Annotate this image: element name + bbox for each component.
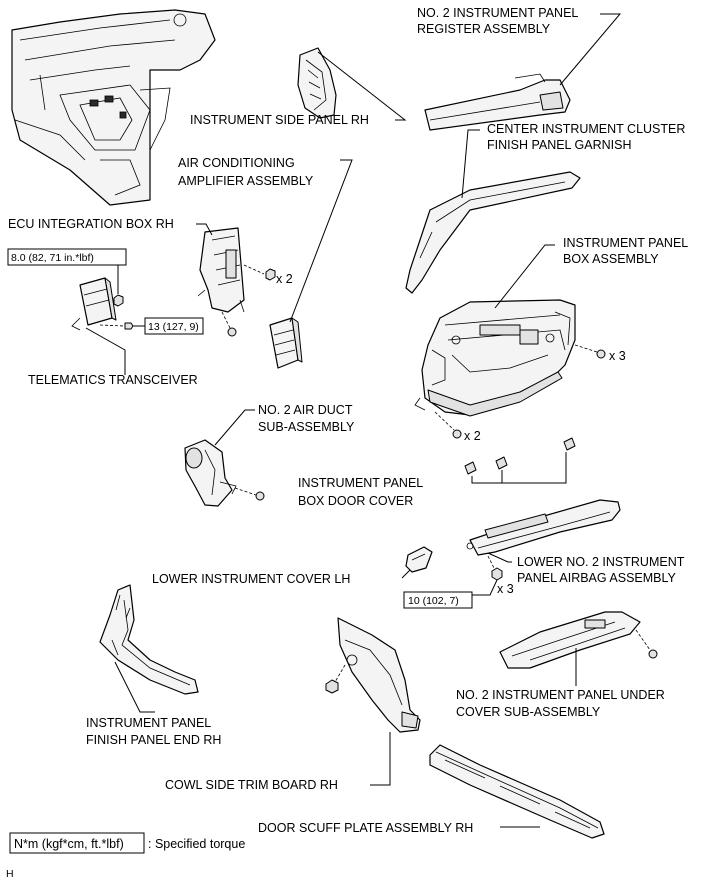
label-register-line2: REGISTER ASSEMBLY bbox=[417, 22, 551, 36]
label-finish-end-line2: FINISH PANEL END RH bbox=[86, 733, 221, 747]
screw-icon bbox=[635, 629, 658, 659]
count-airbag-x3: x 3 bbox=[497, 582, 514, 596]
label-panel-box-line1: INSTRUMENT PANEL bbox=[563, 236, 688, 250]
torque-box-13 bbox=[144, 317, 204, 335]
no2-air-duct-sub-assembly bbox=[184, 439, 237, 507]
legend-torque-description: : Specified torque bbox=[148, 837, 245, 851]
torque-box-10 bbox=[403, 591, 473, 609]
label-door-cover-line1: INSTRUMENT PANEL bbox=[298, 476, 423, 490]
cowl-side-trim-board-rh bbox=[337, 617, 421, 733]
label-airbag-line2: PANEL AIRBAG ASSEMBLY bbox=[517, 571, 677, 585]
telematics-transceiver bbox=[71, 277, 117, 331]
label-cluster-garnish-line1: CENTER INSTRUMENT CLUSTER bbox=[487, 122, 685, 136]
instrument-panel-finish-panel-end-rh bbox=[99, 584, 199, 695]
count-box-x2: x 2 bbox=[464, 429, 481, 443]
instrument-panel-box-door-cover bbox=[464, 437, 576, 475]
label-under-cover-line2: COVER SUB-ASSEMBLY bbox=[456, 705, 601, 719]
hex-nut-icon bbox=[325, 664, 346, 694]
hex-nut-icon bbox=[113, 294, 124, 307]
instrument-panel-box-assembly bbox=[414, 299, 576, 417]
screw-icon bbox=[434, 411, 462, 439]
hex-nut-icon bbox=[243, 264, 276, 281]
screw-icon bbox=[574, 344, 606, 359]
dashboard-context-drawing bbox=[11, 9, 216, 206]
label-ecu-integration-box: ECU INTEGRATION BOX RH bbox=[8, 217, 174, 231]
torque-13: 13 (127, 9) bbox=[148, 321, 199, 333]
bolt-icon bbox=[221, 311, 237, 337]
no2-instrument-panel-register-assembly bbox=[424, 73, 571, 131]
no2-instrument-panel-under-cover-sub-assembly bbox=[499, 611, 641, 669]
label-panel-box-line2: BOX ASSEMBLY bbox=[563, 252, 659, 266]
instrument-side-panel-rh bbox=[297, 47, 337, 119]
torque-box-8 bbox=[7, 248, 127, 266]
bolt-icon bbox=[99, 322, 145, 330]
label-register-line1: NO. 2 INSTRUMENT PANEL bbox=[417, 6, 578, 20]
legend-torque-box bbox=[9, 832, 145, 854]
count-ecu-x2: x 2 bbox=[276, 272, 293, 286]
ecu-integration-box-rh bbox=[197, 227, 245, 313]
legend-torque-units: N*m (kgf*cm, ft.*lbf) bbox=[14, 837, 124, 851]
bolt-icon bbox=[487, 555, 503, 581]
label-under-cover-line1: NO. 2 INSTRUMENT PANEL UNDER bbox=[456, 688, 665, 702]
label-air-duct-line2: SUB-ASSEMBLY bbox=[258, 420, 355, 434]
bolt-icon bbox=[234, 487, 265, 501]
door-scuff-plate-assembly-rh bbox=[429, 744, 605, 839]
label-ac-amp-line1: AIR CONDITIONING bbox=[178, 156, 295, 170]
label-cluster-garnish-line2: FINISH PANEL GARNISH bbox=[487, 138, 631, 152]
lower-instrument-cover-lh bbox=[405, 546, 433, 573]
center-instrument-cluster-finish-panel-garnish bbox=[405, 171, 581, 294]
air-conditioning-amplifier-assembly bbox=[269, 317, 303, 369]
label-cowl-side-trim: COWL SIDE TRIM BOARD RH bbox=[165, 778, 338, 792]
torque-10: 10 (102, 7) bbox=[408, 595, 459, 607]
count-box-x3: x 3 bbox=[609, 349, 626, 363]
corner-code: H bbox=[6, 868, 14, 880]
label-air-duct-line1: NO. 2 AIR DUCT bbox=[258, 403, 353, 417]
label-airbag-line1: LOWER NO. 2 INSTRUMENT bbox=[517, 555, 685, 569]
label-finish-end-line1: INSTRUMENT PANEL bbox=[86, 716, 211, 730]
lower-no2-instrument-panel-airbag-assembly bbox=[466, 499, 621, 556]
label-telematics-transceiver: TELEMATICS TRANSCEIVER bbox=[28, 373, 198, 387]
label-lower-instrument-cover: LOWER INSTRUMENT COVER LH bbox=[152, 572, 350, 586]
torque-8-0: 8.0 (82, 71 in.*lbf) bbox=[11, 252, 94, 264]
label-door-cover-line2: BOX DOOR COVER bbox=[298, 494, 413, 508]
label-door-scuff-plate: DOOR SCUFF PLATE ASSEMBLY RH bbox=[258, 821, 473, 835]
label-instrument-side-panel-rh: INSTRUMENT SIDE PANEL RH bbox=[190, 113, 369, 127]
label-ac-amp-line2: AMPLIFIER ASSEMBLY bbox=[178, 174, 314, 188]
